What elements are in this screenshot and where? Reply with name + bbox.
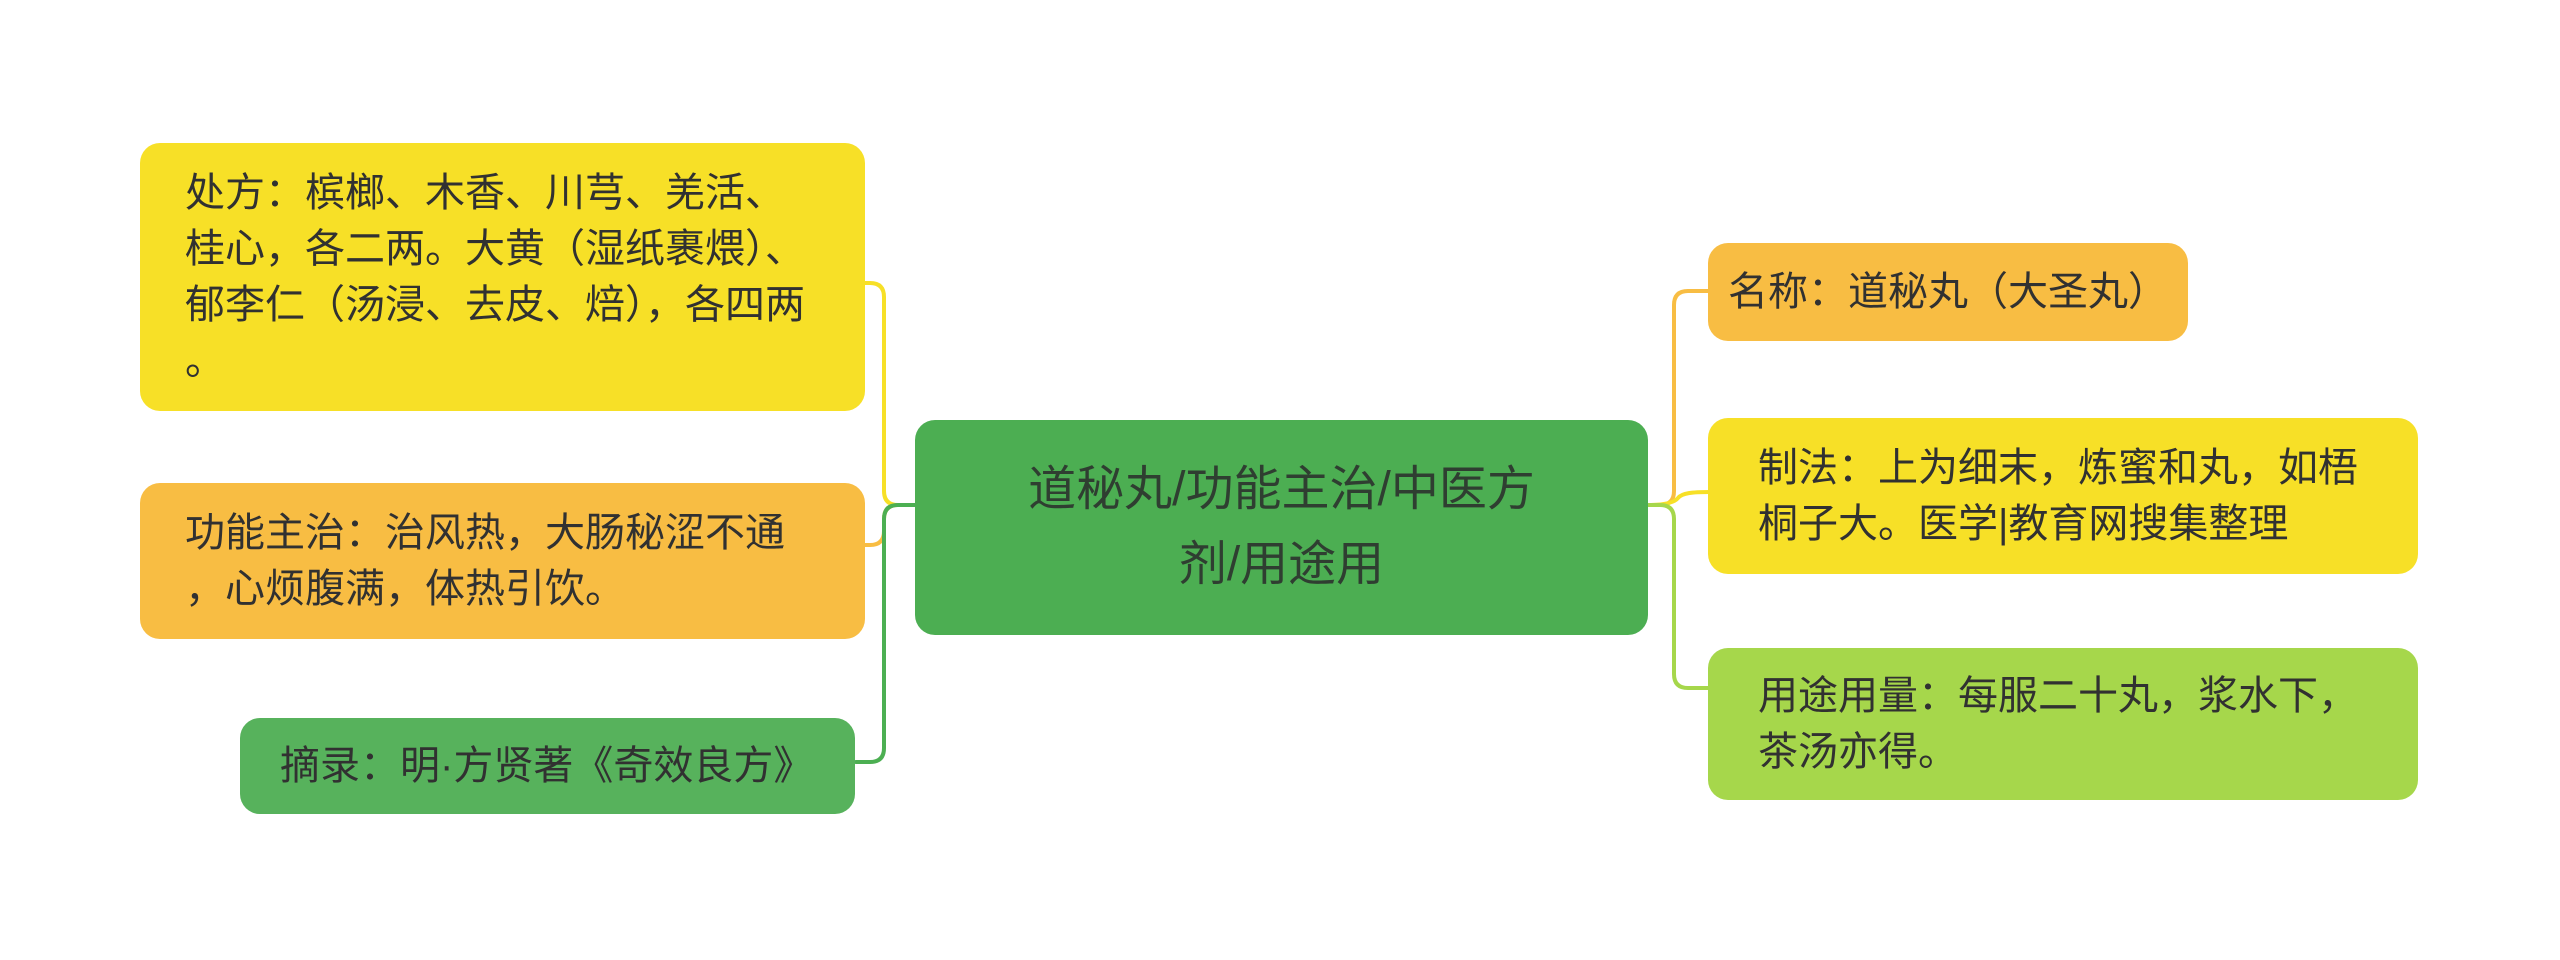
connector-dosage xyxy=(1646,503,1712,690)
node-preparation[interactable]: 制法：上为细末，炼蜜和丸，如梧桐子大。医学|教育网搜集整理 xyxy=(1708,418,2418,574)
node-indications-label: 功能主治：治风热，大肠秘涩不通，心烦腹满，体热引饮。 xyxy=(185,511,785,611)
connector-excerpt xyxy=(854,503,917,764)
node-excerpt-source[interactable]: 摘录：明·方贤著《奇效良方》 xyxy=(240,718,855,814)
root-node[interactable]: 道秘丸/功能主治/中医方剂/用途用 xyxy=(915,420,1648,635)
node-indications[interactable]: 功能主治：治风热，大肠秘涩不通，心烦腹满，体热引饮。 xyxy=(140,483,865,639)
node-dosage[interactable]: 用途用量：每服二十丸，浆水下，茶汤亦得。 xyxy=(1708,648,2418,800)
node-prescription[interactable]: 处方：槟榔、木香、川芎、羌活、桂心，各二两。大黄（湿纸裹煨）、郁李仁（汤浸、去皮… xyxy=(140,143,865,411)
node-excerpt-label: 摘录：明·方贤著《奇效良方》 xyxy=(280,744,814,788)
connector-name xyxy=(1646,289,1712,507)
node-preparation-label: 制法：上为细末，炼蜜和丸，如梧桐子大。医学|教育网搜集整理 xyxy=(1758,446,2358,546)
node-dosage-label: 用途用量：每服二十丸，浆水下，茶汤亦得。 xyxy=(1758,674,2358,774)
root-node-label: 道秘丸/功能主治/中医方剂/用途用 xyxy=(1028,463,1535,591)
node-name-label: 名称：道秘丸（大圣丸） xyxy=(1728,270,2168,314)
node-prescription-label: 处方：槟榔、木香、川芎、羌活、桂心，各二两。大黄（湿纸裹煨）、郁李仁（汤浸、去皮… xyxy=(185,171,805,383)
node-name[interactable]: 名称：道秘丸（大圣丸） xyxy=(1708,243,2188,341)
